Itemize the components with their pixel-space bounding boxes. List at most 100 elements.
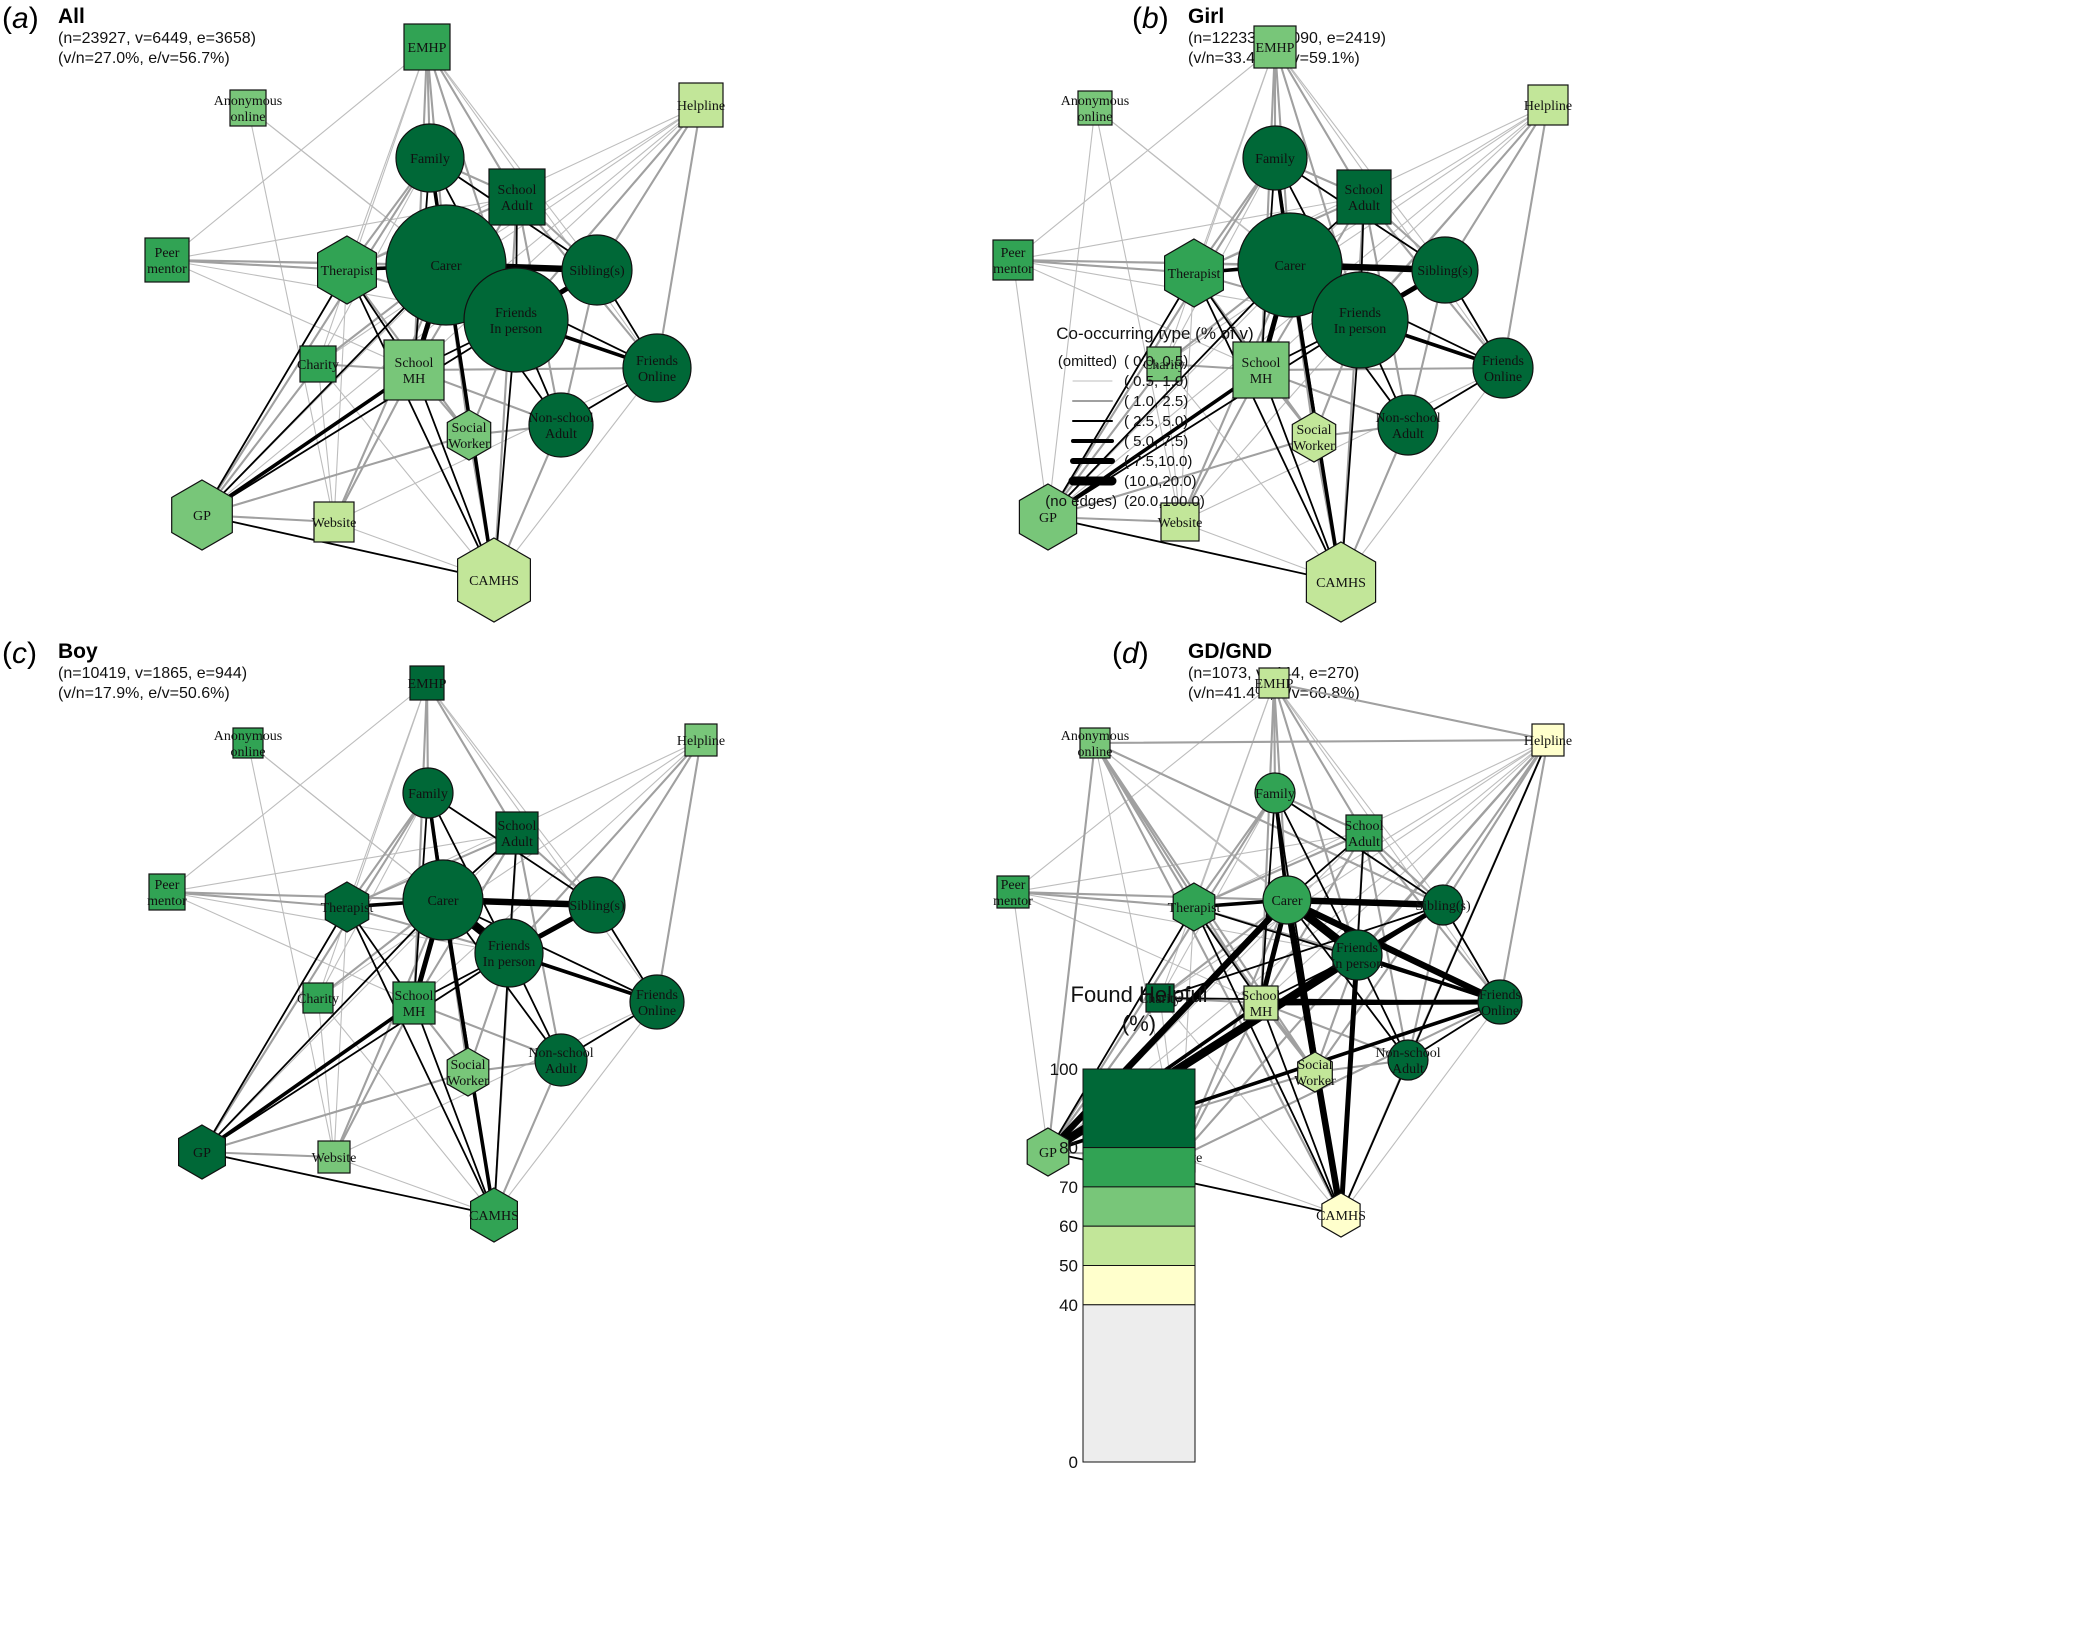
node-label: Website: [1158, 516, 1203, 531]
node-square: [392, 981, 436, 1025]
node-circle: [1477, 979, 1523, 1025]
node-label: School: [395, 356, 434, 371]
edge: [201, 1151, 495, 1216]
panel-stats-counts: (n=10419, v=1865, e=944): [58, 665, 247, 682]
node-therapist: Therapist: [317, 235, 377, 305]
node-label: Online: [1481, 1004, 1519, 1019]
node-label: GP: [193, 1146, 211, 1161]
node-label: mentor: [993, 262, 1033, 277]
edge-legend-range: ( 0.5, 1.0): [1124, 373, 1188, 390]
edge: [332, 1001, 416, 1159]
node-square: [317, 1140, 351, 1174]
node-label: Carer: [427, 894, 458, 909]
edges: [1011, 681, 1550, 1219]
edge: [1012, 259, 1049, 518]
node-label: School: [395, 989, 434, 1004]
node-circle: [1237, 212, 1343, 318]
node-hexagon: [470, 1187, 519, 1243]
node-label: Website: [312, 1151, 357, 1166]
colorbar-tick-label: 40: [1059, 1296, 1078, 1315]
node-label: School: [498, 819, 537, 834]
node-circle: [1422, 884, 1464, 926]
node-label: Anonymous: [1061, 729, 1129, 744]
node-circle: [528, 392, 594, 458]
edge: [165, 890, 445, 902]
node-label: Friends: [636, 354, 678, 369]
panel-letter: (a): [2, 2, 39, 35]
node-charity: Charity: [297, 345, 339, 383]
node-label: Friends: [636, 988, 678, 1003]
edge: [1046, 368, 1263, 519]
node-hexagon: [1026, 1127, 1070, 1177]
node-square: [495, 811, 539, 855]
node-square: [1345, 814, 1383, 852]
node-label: EMHP: [408, 677, 447, 692]
node-camhs: CAMHS: [469, 1187, 519, 1243]
node-label: Online: [638, 1004, 676, 1019]
node-label: Therapist: [321, 264, 374, 279]
panel-c: (c)Boy(n=10419, v=1865, e=944)(v/n=17.9%…: [2, 637, 725, 1243]
node-label: Sibling(s): [569, 899, 625, 914]
edge-legend-range: ( 5.0, 7.5): [1124, 433, 1188, 450]
node-label: online: [231, 110, 266, 125]
edge: [201, 906, 348, 1153]
edge: [200, 362, 320, 517]
edge: [1011, 890, 1196, 909]
node-label: Social: [1298, 1058, 1333, 1073]
node-label: School: [1345, 819, 1384, 834]
edge: [1012, 891, 1262, 1004]
node-hexagon: [1172, 882, 1216, 932]
node-label: Adult: [545, 1062, 577, 1077]
node-label: mentor: [147, 262, 187, 277]
edge: [1046, 435, 1316, 519]
node-label: Helpline: [1524, 99, 1572, 114]
node-label: Peer: [155, 878, 180, 893]
node-label: Social: [451, 1058, 486, 1073]
node-label: online: [1078, 110, 1113, 125]
node-label: In person: [483, 955, 536, 970]
edge: [166, 891, 415, 1004]
edge: [1046, 156, 1277, 519]
panel-title: Girl: [1188, 5, 1224, 28]
edge: [1093, 738, 1550, 745]
edge-legend-row: (10.0,20.0): [1068, 473, 1197, 490]
edge: [1163, 363, 1342, 583]
node-label: Peer: [155, 246, 180, 261]
edge: [333, 367, 658, 523]
node-label: Charity: [1143, 358, 1185, 373]
node-label: Friends: [495, 306, 537, 321]
edge: [655, 738, 703, 1004]
edge: [493, 952, 510, 1216]
node-square: [678, 82, 724, 128]
node-circle: [1377, 394, 1439, 456]
edge: [492, 1058, 563, 1217]
edge: [1260, 1002, 1342, 1216]
node-square: [403, 23, 451, 71]
colorbar-title-line2: (%): [1122, 1011, 1156, 1036]
panel-d: (d)GD/GND(n=1073, v=444, e=270)(v/n=41.4…: [993, 637, 1572, 1238]
edge: [1340, 1001, 1501, 1216]
node-gp: GP: [178, 1124, 226, 1180]
edge: [317, 682, 428, 999]
edge: [1179, 367, 1504, 523]
node-label: Charity: [297, 992, 339, 1007]
node-square: [232, 727, 264, 759]
node-circle: [1262, 875, 1312, 925]
edge-legend-range: ( 1.0, 2.5): [1124, 393, 1188, 410]
node-circle: [534, 1033, 588, 1087]
edge-legend-row: (omitted)( 0.0, 0.5): [1058, 353, 1188, 370]
node-label: Friends: [1336, 941, 1378, 956]
node-charity: Charity: [1139, 983, 1181, 1013]
